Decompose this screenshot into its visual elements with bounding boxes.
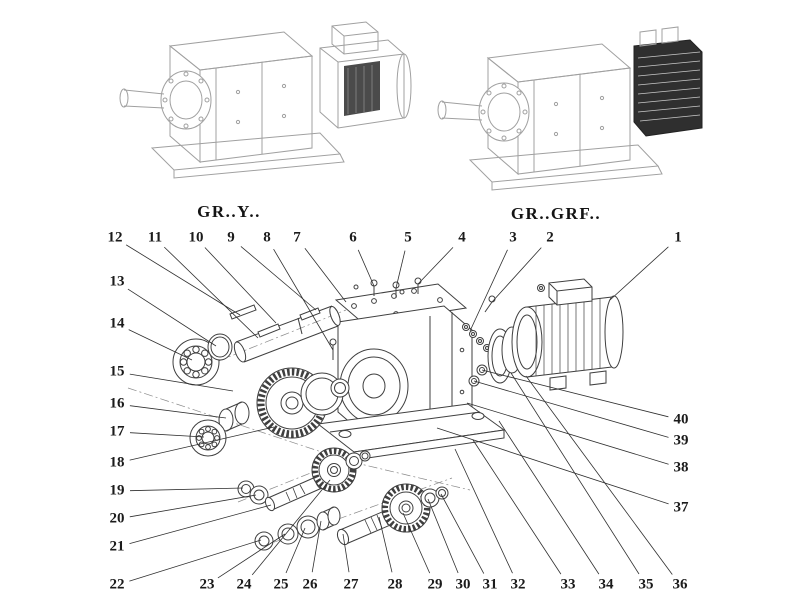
callout-number-30: 30 (455, 576, 471, 593)
leader-line-1 (609, 246, 669, 301)
callout-number-39: 39 (673, 432, 689, 449)
callout-number-26: 26 (302, 576, 318, 593)
callout-number-38: 38 (673, 459, 689, 476)
leader-line-23 (217, 533, 286, 579)
callout-number-17: 17 (109, 423, 125, 440)
intermediate-shaft-assembly (237, 447, 371, 512)
leader-line-33 (472, 439, 562, 575)
callout-number-10: 10 (188, 229, 204, 246)
leader-line-14 (128, 329, 193, 361)
leader-line-32 (454, 448, 513, 574)
callout-number-24: 24 (236, 576, 252, 593)
leader-line-21 (129, 504, 272, 544)
leader-line-5 (395, 250, 406, 289)
leader-line-6 (357, 249, 375, 287)
callout-number-15: 15 (109, 363, 125, 380)
callout-number-23: 23 (199, 576, 215, 593)
callout-number-36: 36 (672, 576, 688, 593)
leader-line-27 (342, 533, 350, 573)
leader-line-12 (125, 244, 241, 316)
leader-line-34 (498, 420, 600, 575)
exploded-view (127, 277, 624, 551)
leader-line-30 (427, 498, 459, 574)
leader-line-16 (129, 405, 227, 419)
callout-number-29: 29 (427, 576, 443, 593)
callout-number-8: 8 (263, 229, 271, 246)
callout-number-22: 22 (109, 576, 125, 593)
leader-line-17 (129, 432, 205, 438)
callout-number-28: 28 (387, 576, 403, 593)
leader-line-28 (378, 516, 393, 573)
callout-number-12: 12 (107, 229, 123, 246)
leader-line-39 (473, 380, 669, 438)
callout-number-6: 6 (349, 229, 357, 246)
electric-motor (511, 278, 624, 391)
assembled-view-gr-grf (437, 26, 703, 191)
leader-line-22 (129, 539, 262, 582)
callout-number-33: 33 (560, 576, 576, 593)
callout-number-2: 2 (546, 229, 554, 246)
leader-line-38 (466, 402, 669, 465)
callout-number-4: 4 (458, 229, 466, 246)
callout-number-11: 11 (147, 229, 163, 246)
callout-number-21: 21 (109, 538, 125, 555)
leader-line-29 (402, 512, 431, 574)
leader-line-3 (469, 249, 508, 332)
callout-number-35: 35 (638, 576, 654, 593)
leader-line-18 (129, 426, 275, 461)
leader-line-9 (240, 246, 317, 311)
callout-number-18: 18 (109, 454, 125, 471)
leader-line-11 (164, 246, 259, 339)
leader-line-7 (304, 248, 347, 303)
leader-line-13 (127, 288, 217, 347)
leader-line-10 (204, 247, 277, 324)
input-stage-shaft-assembly (254, 483, 449, 551)
leader-line-40 (481, 369, 669, 418)
callout-number-7: 7 (293, 229, 301, 246)
callout-number-9: 9 (227, 229, 235, 246)
leader-line-2 (491, 247, 542, 303)
callout-number-14: 14 (109, 315, 125, 332)
leader-line-37 (436, 427, 669, 505)
sleeve-and-bearing (189, 401, 250, 457)
callout-number-34: 34 (598, 576, 614, 593)
callout-number-31: 31 (482, 576, 498, 593)
leader-line-20 (129, 494, 257, 518)
leader-line-4 (417, 247, 454, 285)
output-shaft-assembly (172, 304, 341, 386)
model-label-gr-y: GR..Y.. (197, 202, 261, 221)
callout-number-5: 5 (404, 229, 412, 246)
callout-number-13: 13 (109, 273, 125, 290)
callout-number-1: 1 (674, 229, 682, 246)
callout-number-3: 3 (509, 229, 517, 246)
leader-line-36 (525, 375, 673, 575)
callout-number-20: 20 (109, 510, 125, 527)
leader-lines (125, 244, 673, 582)
assembled-view-gr-y (119, 21, 412, 179)
callout-number-32: 32 (510, 576, 526, 593)
callout-number-37: 37 (673, 499, 689, 516)
leader-line-25 (285, 527, 306, 574)
leader-line-24 (251, 479, 331, 576)
callout-number-40: 40 (673, 411, 689, 428)
motor-stator (344, 61, 380, 116)
callout-number-27: 27 (343, 576, 359, 593)
callout-number-16: 16 (109, 395, 125, 412)
leader-line-31 (440, 493, 485, 574)
compact-drive-fin-block (633, 26, 703, 137)
callout-number-19: 19 (109, 482, 125, 499)
callout-number-25: 25 (273, 576, 289, 593)
output-gear (256, 367, 350, 439)
model-label-gr-grf: GR..GRF.. (510, 204, 602, 223)
leader-line-8 (273, 248, 334, 351)
leader-line-26 (311, 520, 322, 573)
leader-line-19 (129, 487, 244, 492)
leader-line-15 (129, 373, 234, 392)
